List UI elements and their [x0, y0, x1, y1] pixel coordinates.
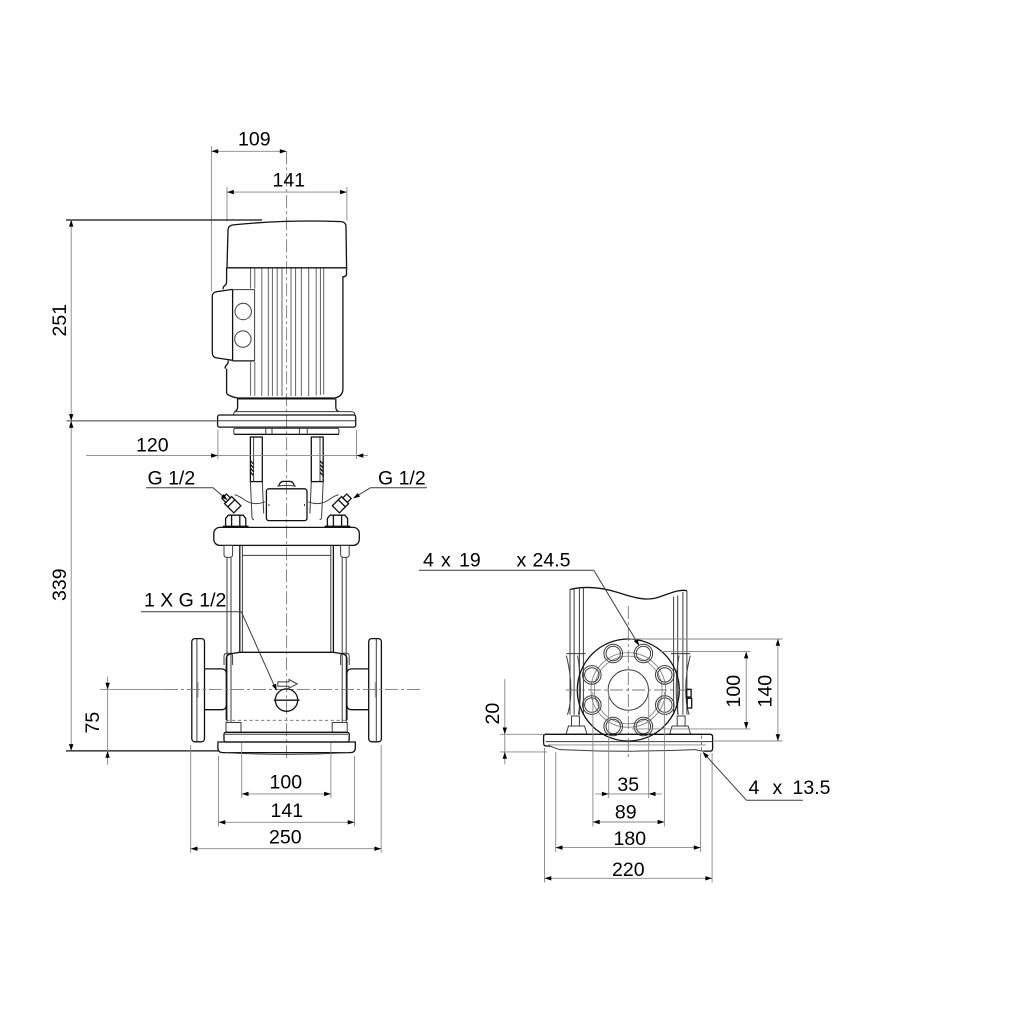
svg-text:35: 35	[617, 774, 639, 796]
svg-text:19: 19	[459, 550, 481, 572]
svg-text:4: 4	[749, 777, 760, 799]
svg-text:180: 180	[614, 828, 647, 850]
svg-text:75: 75	[82, 712, 104, 734]
svg-text:220: 220	[612, 859, 645, 881]
svg-text:109: 109	[238, 129, 271, 151]
svg-text:x: x	[517, 550, 527, 572]
svg-text:141: 141	[271, 800, 304, 822]
svg-text:140: 140	[755, 675, 777, 708]
svg-text:141: 141	[273, 170, 306, 192]
svg-text:100: 100	[270, 772, 303, 794]
svg-text:4: 4	[423, 550, 434, 572]
svg-text:G 1/2: G 1/2	[378, 468, 426, 490]
svg-text:120: 120	[136, 435, 169, 457]
svg-text:x: x	[773, 777, 783, 799]
svg-text:24.5: 24.5	[533, 550, 571, 572]
svg-text:1 X G 1/2: 1 X G 1/2	[144, 590, 226, 612]
svg-text:100: 100	[723, 675, 745, 708]
svg-text:250: 250	[269, 827, 302, 849]
svg-text:x: x	[441, 550, 451, 572]
svg-text:20: 20	[482, 703, 504, 725]
svg-text:251: 251	[49, 304, 71, 337]
svg-text:13.5: 13.5	[793, 777, 831, 799]
svg-text:339: 339	[49, 568, 71, 601]
svg-text:89: 89	[615, 802, 637, 824]
svg-text:G 1/2: G 1/2	[148, 468, 196, 490]
